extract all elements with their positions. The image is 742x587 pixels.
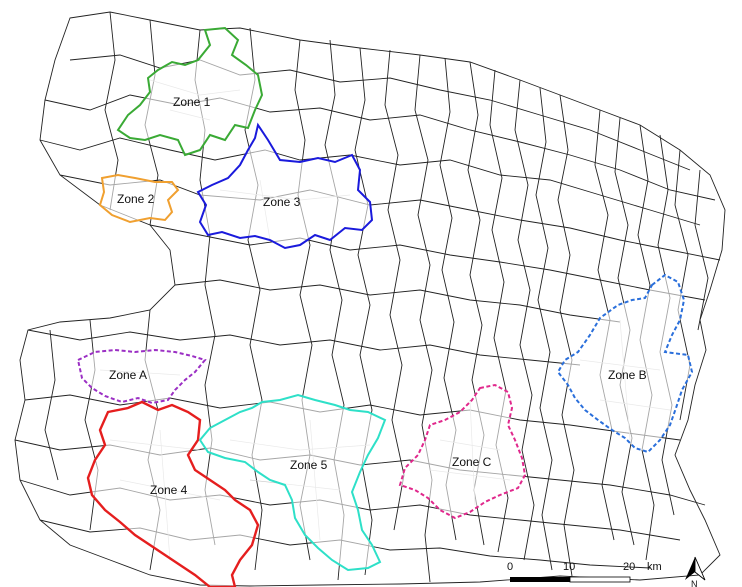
zone-4-label: Zone 4 bbox=[150, 483, 188, 497]
zone-c-label: Zone C bbox=[452, 455, 492, 469]
zone-1-label: Zone 1 bbox=[173, 95, 211, 109]
north-arrow-icon: N bbox=[685, 556, 706, 587]
north-arrow-label: N bbox=[691, 579, 698, 587]
zone-2-boundary[interactable] bbox=[98, 173, 180, 224]
scale-tick-10: 10 bbox=[563, 561, 575, 573]
zone-c-boundary[interactable] bbox=[398, 383, 527, 520]
zone-1-boundary[interactable] bbox=[116, 26, 264, 157]
zone-labels: Zone 1 Zone 2 Zone 3 Zone 4 Zone 5 Zone … bbox=[109, 95, 647, 497]
zone-5-label: Zone 5 bbox=[290, 458, 328, 472]
scale-bar-black-segment bbox=[510, 577, 570, 582]
scale-tick-20: 20 bbox=[623, 561, 635, 573]
scale-tick-0: 0 bbox=[507, 561, 513, 573]
zone-b-label: Zone B bbox=[608, 368, 647, 382]
zone-b-boundary[interactable] bbox=[556, 273, 694, 454]
zone-a-boundary[interactable] bbox=[76, 348, 207, 405]
zone-3-label: Zone 3 bbox=[263, 195, 301, 209]
scale-unit: km bbox=[647, 561, 662, 573]
zone-3-boundary[interactable] bbox=[196, 122, 374, 250]
scale-bar-white-segment bbox=[569, 576, 631, 583]
zone-5-boundary[interactable] bbox=[198, 393, 387, 572]
zone-2-label: Zone 2 bbox=[117, 192, 155, 206]
zone-a-label: Zone A bbox=[109, 368, 147, 382]
scale-bar: 0 10 20 km bbox=[507, 561, 662, 583]
zone-4-boundary[interactable] bbox=[86, 400, 260, 587]
zones-layer bbox=[76, 26, 694, 587]
